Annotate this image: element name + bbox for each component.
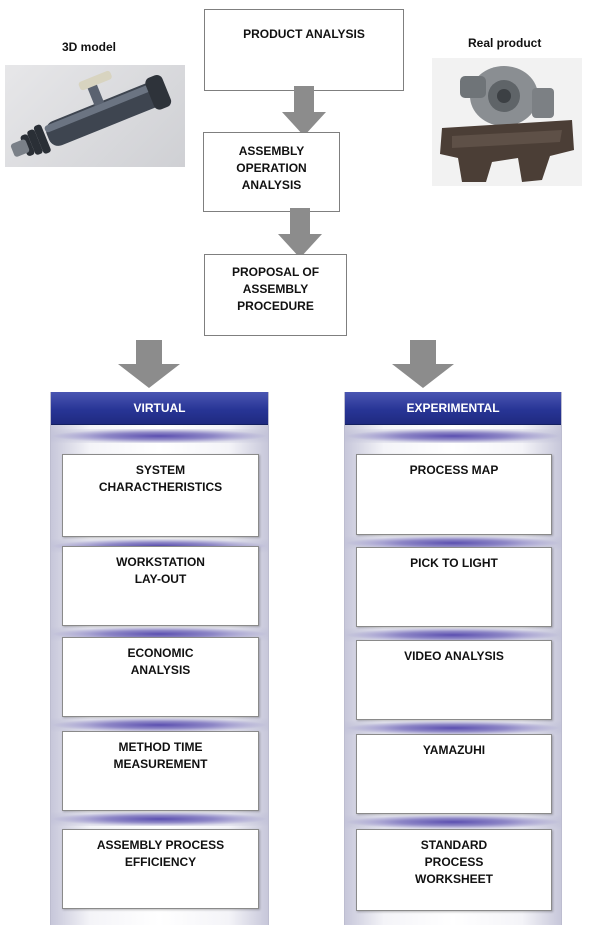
virtual-item-workstation-layout: WORKSTATION LAY-OUT — [62, 546, 259, 626]
experimental-item-label: STANDARD PROCESS WORKSHEET — [415, 838, 493, 886]
proposal-label: PROPOSAL OF ASSEMBLY PROCEDURE — [231, 265, 320, 313]
virtual-item-economic-analysis: ECONOMIC ANALYSIS — [62, 637, 259, 717]
experimental-item-label: PROCESS MAP — [409, 463, 499, 477]
down-arrow-virtual — [118, 340, 180, 388]
virtual-panel: VIRTUAL SYSTEM CHARACTHERISTICS WORKSTAT… — [50, 392, 269, 925]
proposal-box: PROPOSAL OF ASSEMBLY PROCEDURE — [204, 254, 347, 336]
assembly-operation-analysis-label: ASSEMBLY OPERATION ANALYSIS — [236, 144, 307, 192]
experimental-item-process-map: PROCESS MAP — [356, 454, 552, 535]
assembly-operation-analysis-box: ASSEMBLY OPERATION ANALYSIS — [203, 132, 340, 212]
experimental-item-video-analysis: VIDEO ANALYSIS — [356, 640, 552, 720]
experimental-item-label: VIDEO ANALYSIS — [404, 649, 504, 663]
virtual-item-label: WORKSTATION LAY-OUT — [116, 555, 205, 586]
down-arrow-experimental — [392, 340, 454, 388]
experimental-panel: EXPERIMENTAL PROCESS MAP PICK TO LIGHT V… — [344, 392, 562, 925]
experimental-band-2 — [345, 536, 561, 550]
real-product-caption: Real product — [468, 36, 542, 50]
experimental-item-pick-to-light: PICK TO LIGHT — [356, 547, 552, 627]
3d-model-caption: 3D model — [62, 40, 117, 54]
virtual-item-assembly-process-efficiency: ASSEMBLY PROCESS EFFICIENCY — [62, 829, 259, 909]
virtual-header: VIRTUAL — [51, 392, 268, 425]
experimental-band-5 — [345, 815, 561, 829]
experimental-item-standard-process-worksheet: STANDARD PROCESS WORKSHEET — [356, 829, 552, 911]
virtual-band-5 — [51, 812, 268, 826]
virtual-item-label: ASSEMBLY PROCESS EFFICIENCY — [96, 838, 225, 869]
real-product-image — [432, 58, 582, 186]
virtual-item-label: ECONOMIC ANALYSIS — [127, 646, 194, 677]
experimental-band-4 — [345, 721, 561, 735]
experimental-item-yamazuhi: YAMAZUHI — [356, 734, 552, 814]
virtual-item-system-characteristics: SYSTEM CHARACTHERISTICS — [62, 454, 259, 537]
3d-model-image — [5, 65, 185, 167]
down-arrow-1 — [282, 86, 326, 136]
virtual-band-4 — [51, 718, 268, 732]
experimental-band-3 — [345, 628, 561, 642]
cylinder-illustration — [10, 70, 172, 157]
virtual-band-1 — [51, 429, 268, 443]
experimental-band-1 — [345, 429, 561, 443]
product-analysis-label: PRODUCT ANALYSIS — [243, 27, 365, 41]
virtual-item-label: SYSTEM CHARACTHERISTICS — [98, 463, 223, 494]
down-arrow-2 — [278, 208, 322, 258]
experimental-item-label: YAMAZUHI — [422, 743, 486, 757]
virtual-item-label: METHOD TIME MEASUREMENT — [113, 740, 208, 771]
experimental-header: EXPERIMENTAL — [345, 392, 561, 425]
product-analysis-box: PRODUCT ANALYSIS — [204, 9, 404, 91]
turbo-illustration — [440, 66, 574, 182]
experimental-item-label: PICK TO LIGHT — [410, 556, 498, 570]
virtual-item-method-time-measurement: METHOD TIME MEASUREMENT — [62, 731, 259, 811]
